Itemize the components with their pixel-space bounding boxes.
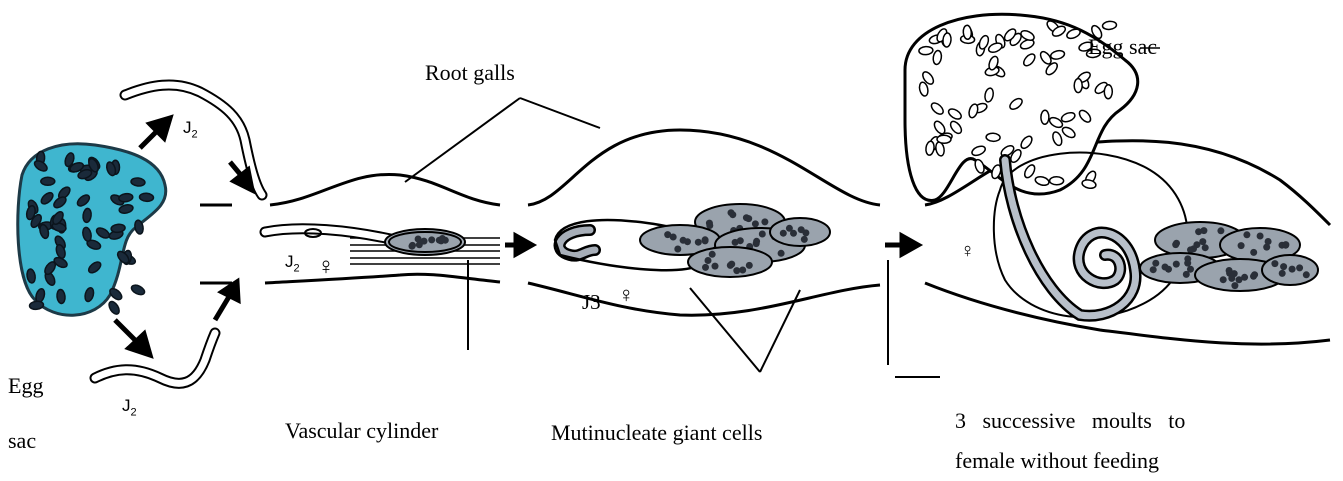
nucleus [1228,275,1235,282]
nucleus [753,238,760,245]
nucleus [1199,238,1206,245]
nucleus [1220,276,1227,283]
egg [963,25,972,40]
j3-label: J3 [582,290,601,315]
nucleus [733,267,740,274]
nucleus [1195,228,1202,235]
egg [1050,177,1064,185]
nucleus [1217,227,1224,234]
egg [139,193,154,202]
egg [937,135,951,143]
arrow-seg2 [885,236,918,254]
nucleus [1172,241,1179,248]
egg [41,177,55,185]
egg [130,283,146,296]
nucleus [801,236,808,243]
j2-label-bottom: J2 [122,396,137,418]
nuclei-seg1 [389,232,461,252]
egg [919,46,934,55]
female-symbol-2: ♀ [618,282,635,308]
nucleus [1150,266,1157,273]
nucleus [786,225,793,232]
nucleus [1231,282,1238,289]
nucleus [1183,271,1190,278]
j2-label-root: J2 [285,252,300,274]
nucleus [1202,244,1209,251]
moults-label-line1: 3 successive moults to [955,408,1185,434]
nucleus [674,246,681,253]
giant-cells-seg3 [1140,222,1318,291]
egg [108,286,124,301]
nucleus [732,239,739,246]
giant-cells-seg2 [640,204,830,277]
nucleus [728,261,735,268]
nucleus [728,209,735,216]
nucleus [1289,266,1296,273]
nucleus [1282,241,1289,248]
nucleus [1303,271,1310,278]
nucleus [1243,231,1250,238]
nucleus [1296,264,1303,271]
root-galls-label: Root galls [425,60,515,86]
nucleus [712,263,719,270]
nucleus [1250,273,1257,280]
nucleus [1165,266,1172,273]
nucleus [706,222,713,229]
nucleus [1279,270,1286,277]
egg-sac-left [18,144,166,316]
egg [986,133,1000,142]
egg [1102,21,1117,30]
j2-worm-bottom [95,333,215,383]
nucleus [1238,242,1245,249]
nucleus [709,251,716,258]
moults-label-line2: female without feeding [955,448,1159,474]
nucleus [695,239,702,246]
giant-cells-label: Mutinucleate giant cells [551,420,762,446]
nucleus [1152,260,1159,267]
nucleus [1271,260,1278,267]
nucleus [421,238,428,245]
nucleus [739,267,746,274]
nucleus [745,215,752,222]
nucleus [798,226,805,233]
nucleus [409,243,416,250]
vascular-cylinder-label: Vascular cylinder [285,418,438,444]
nucleus [780,230,787,237]
female-symbol-3: ♀ [960,240,975,263]
nucleus [759,231,766,238]
nucleus [752,220,759,227]
egg-left-label-line2: sac [8,428,36,454]
nucleus [705,257,712,264]
nucleus [1250,249,1257,256]
nucleus [1280,263,1287,270]
root-segment-1 [200,98,600,350]
nucleus [1184,260,1191,267]
nucleus [1226,267,1233,274]
nucleus [778,250,785,257]
nucleus [428,236,435,243]
female-symbol-1: ♀ [317,253,335,281]
egg-sac-right-label: Egg sac [1088,34,1157,60]
egg [942,33,951,48]
nucleus [1265,238,1272,245]
egg [107,300,121,316]
nucleus [761,218,768,225]
nucleus [670,234,677,241]
nucleus [1173,261,1180,268]
egg [29,301,44,310]
arrow-seg1 [505,236,532,254]
j2-label-top: J2 [183,118,198,140]
nucleus [1257,233,1264,240]
nucleus [439,235,446,242]
egg-left-label-line1: Egg [8,373,43,399]
nucleus [1236,276,1243,283]
egg [1074,79,1082,93]
egg [1041,110,1049,124]
nucleus [746,262,753,269]
nucleus [702,236,709,243]
nucleus [680,237,687,244]
nucleus [702,264,709,271]
egg [1104,85,1112,99]
